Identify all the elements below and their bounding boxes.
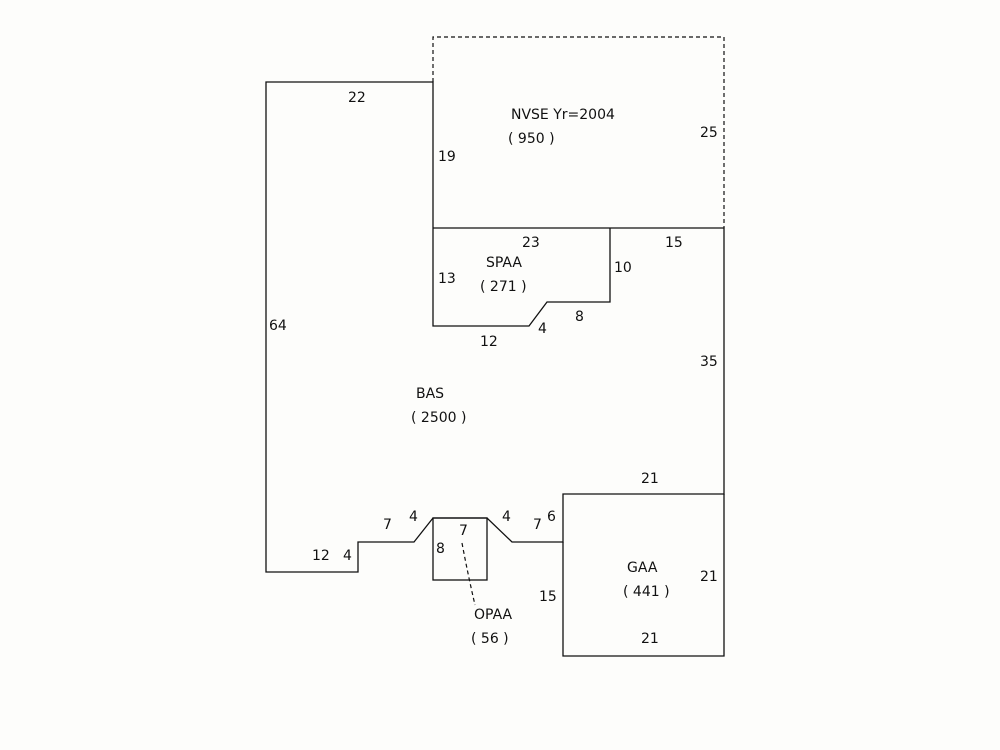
dim-gaa-right: 21: [700, 569, 718, 585]
dim-spaa-diag: 4: [538, 321, 547, 337]
dim-gaa-left-upper: 6: [547, 509, 556, 525]
nvse-outline: [432, 36, 725, 228]
dim-bas-step-run: 7: [383, 517, 392, 533]
dim-bas-top: 22: [348, 90, 366, 106]
opaa-outline: [432, 517, 488, 581]
dim-opaa-top: 7: [459, 523, 468, 539]
dim-right-step-run: 7: [533, 517, 542, 533]
dim-bas-right-top: 15: [665, 235, 683, 251]
dim-right-step-diag: 4: [502, 509, 511, 525]
dim-bas-bottom-left: 12: [312, 548, 330, 564]
bas-label: BAS: [416, 386, 444, 402]
dim-bas-step-diag: 4: [409, 509, 418, 525]
spaa-size: ( 271 ): [480, 279, 527, 295]
gaa-outline: [562, 494, 725, 657]
dim-spaa-step: 8: [575, 309, 584, 325]
nvse-label: NVSE Yr=2004: [511, 107, 615, 123]
dim-spaa-bottom: 12: [480, 334, 498, 350]
dim-bas-right: 35: [700, 354, 718, 370]
bas-size: ( 2500 ): [411, 410, 466, 426]
dim-gaa-top: 21: [641, 471, 659, 487]
opaa-size: ( 56 ): [471, 631, 509, 647]
dim-gaa-left: 15: [539, 589, 557, 605]
dim-spaa-left: 13: [438, 271, 456, 287]
bas-outline: [265, 81, 725, 573]
dim-spaa-top: 23: [522, 235, 540, 251]
spaa-label: SPAA: [486, 255, 522, 271]
dim-gaa-bottom: 21: [641, 631, 659, 647]
dim-nvse-right: 25: [700, 125, 718, 141]
nvse-size: ( 950 ): [508, 131, 555, 147]
opaa-label: OPAA: [474, 607, 513, 623]
gaa-label: GAA: [627, 560, 658, 576]
dim-opaa-left: 8: [436, 541, 445, 557]
spaa-outline: [432, 228, 611, 327]
dim-spaa-right: 10: [614, 260, 632, 276]
dim-bas-left: 64: [269, 318, 287, 334]
gaa-size: ( 441 ): [623, 584, 670, 600]
dim-nvse-left: 19: [438, 149, 456, 165]
dim-bas-step-left: 4: [343, 548, 352, 564]
opaa-leader-line: [461, 542, 476, 606]
